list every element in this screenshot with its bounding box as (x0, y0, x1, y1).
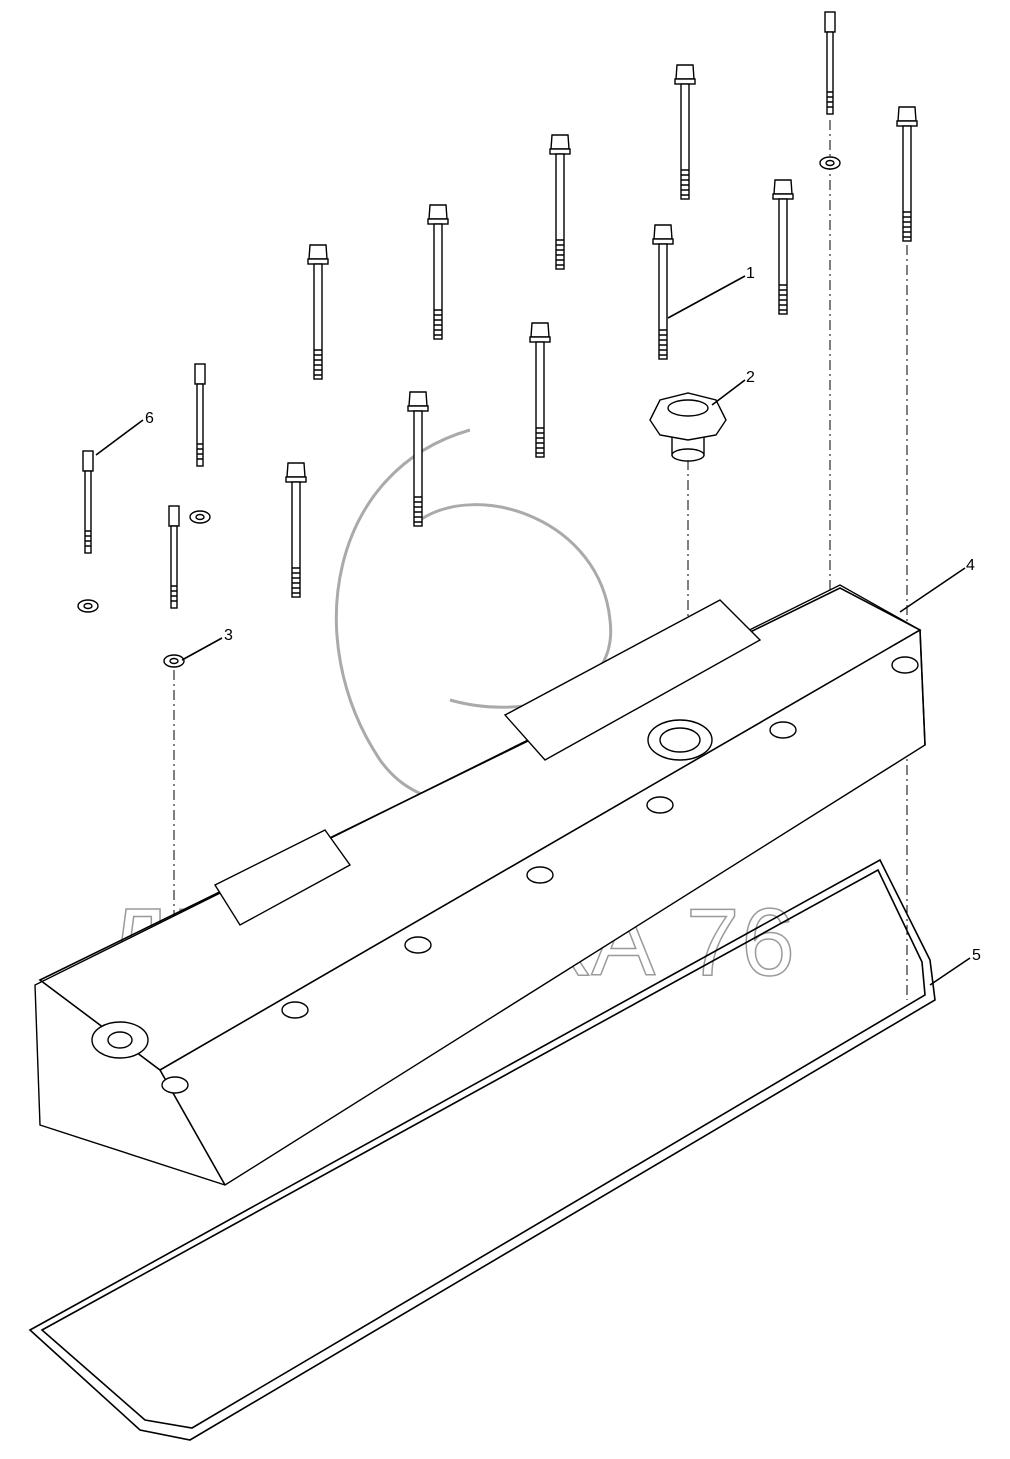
svg-text:1: 1 (746, 265, 755, 282)
callout-5: 5 (929, 947, 981, 986)
svg-text:4: 4 (966, 557, 975, 574)
callout-2: 2 (711, 369, 755, 406)
valve-cover (34, 584, 926, 1186)
svg-text:5: 5 (972, 947, 981, 964)
callout-4: 4 (899, 557, 975, 613)
callout-6: 6 (95, 410, 154, 456)
oil-filler-cap (649, 392, 727, 462)
svg-text:6: 6 (145, 410, 154, 427)
gasket (28, 858, 936, 1441)
callout-3: 3 (181, 627, 233, 661)
callout-1: 1 (667, 265, 755, 319)
bolts (285, 64, 918, 598)
svg-text:3: 3 (224, 627, 233, 644)
washers (77, 156, 841, 668)
svg-text:2: 2 (746, 369, 755, 386)
